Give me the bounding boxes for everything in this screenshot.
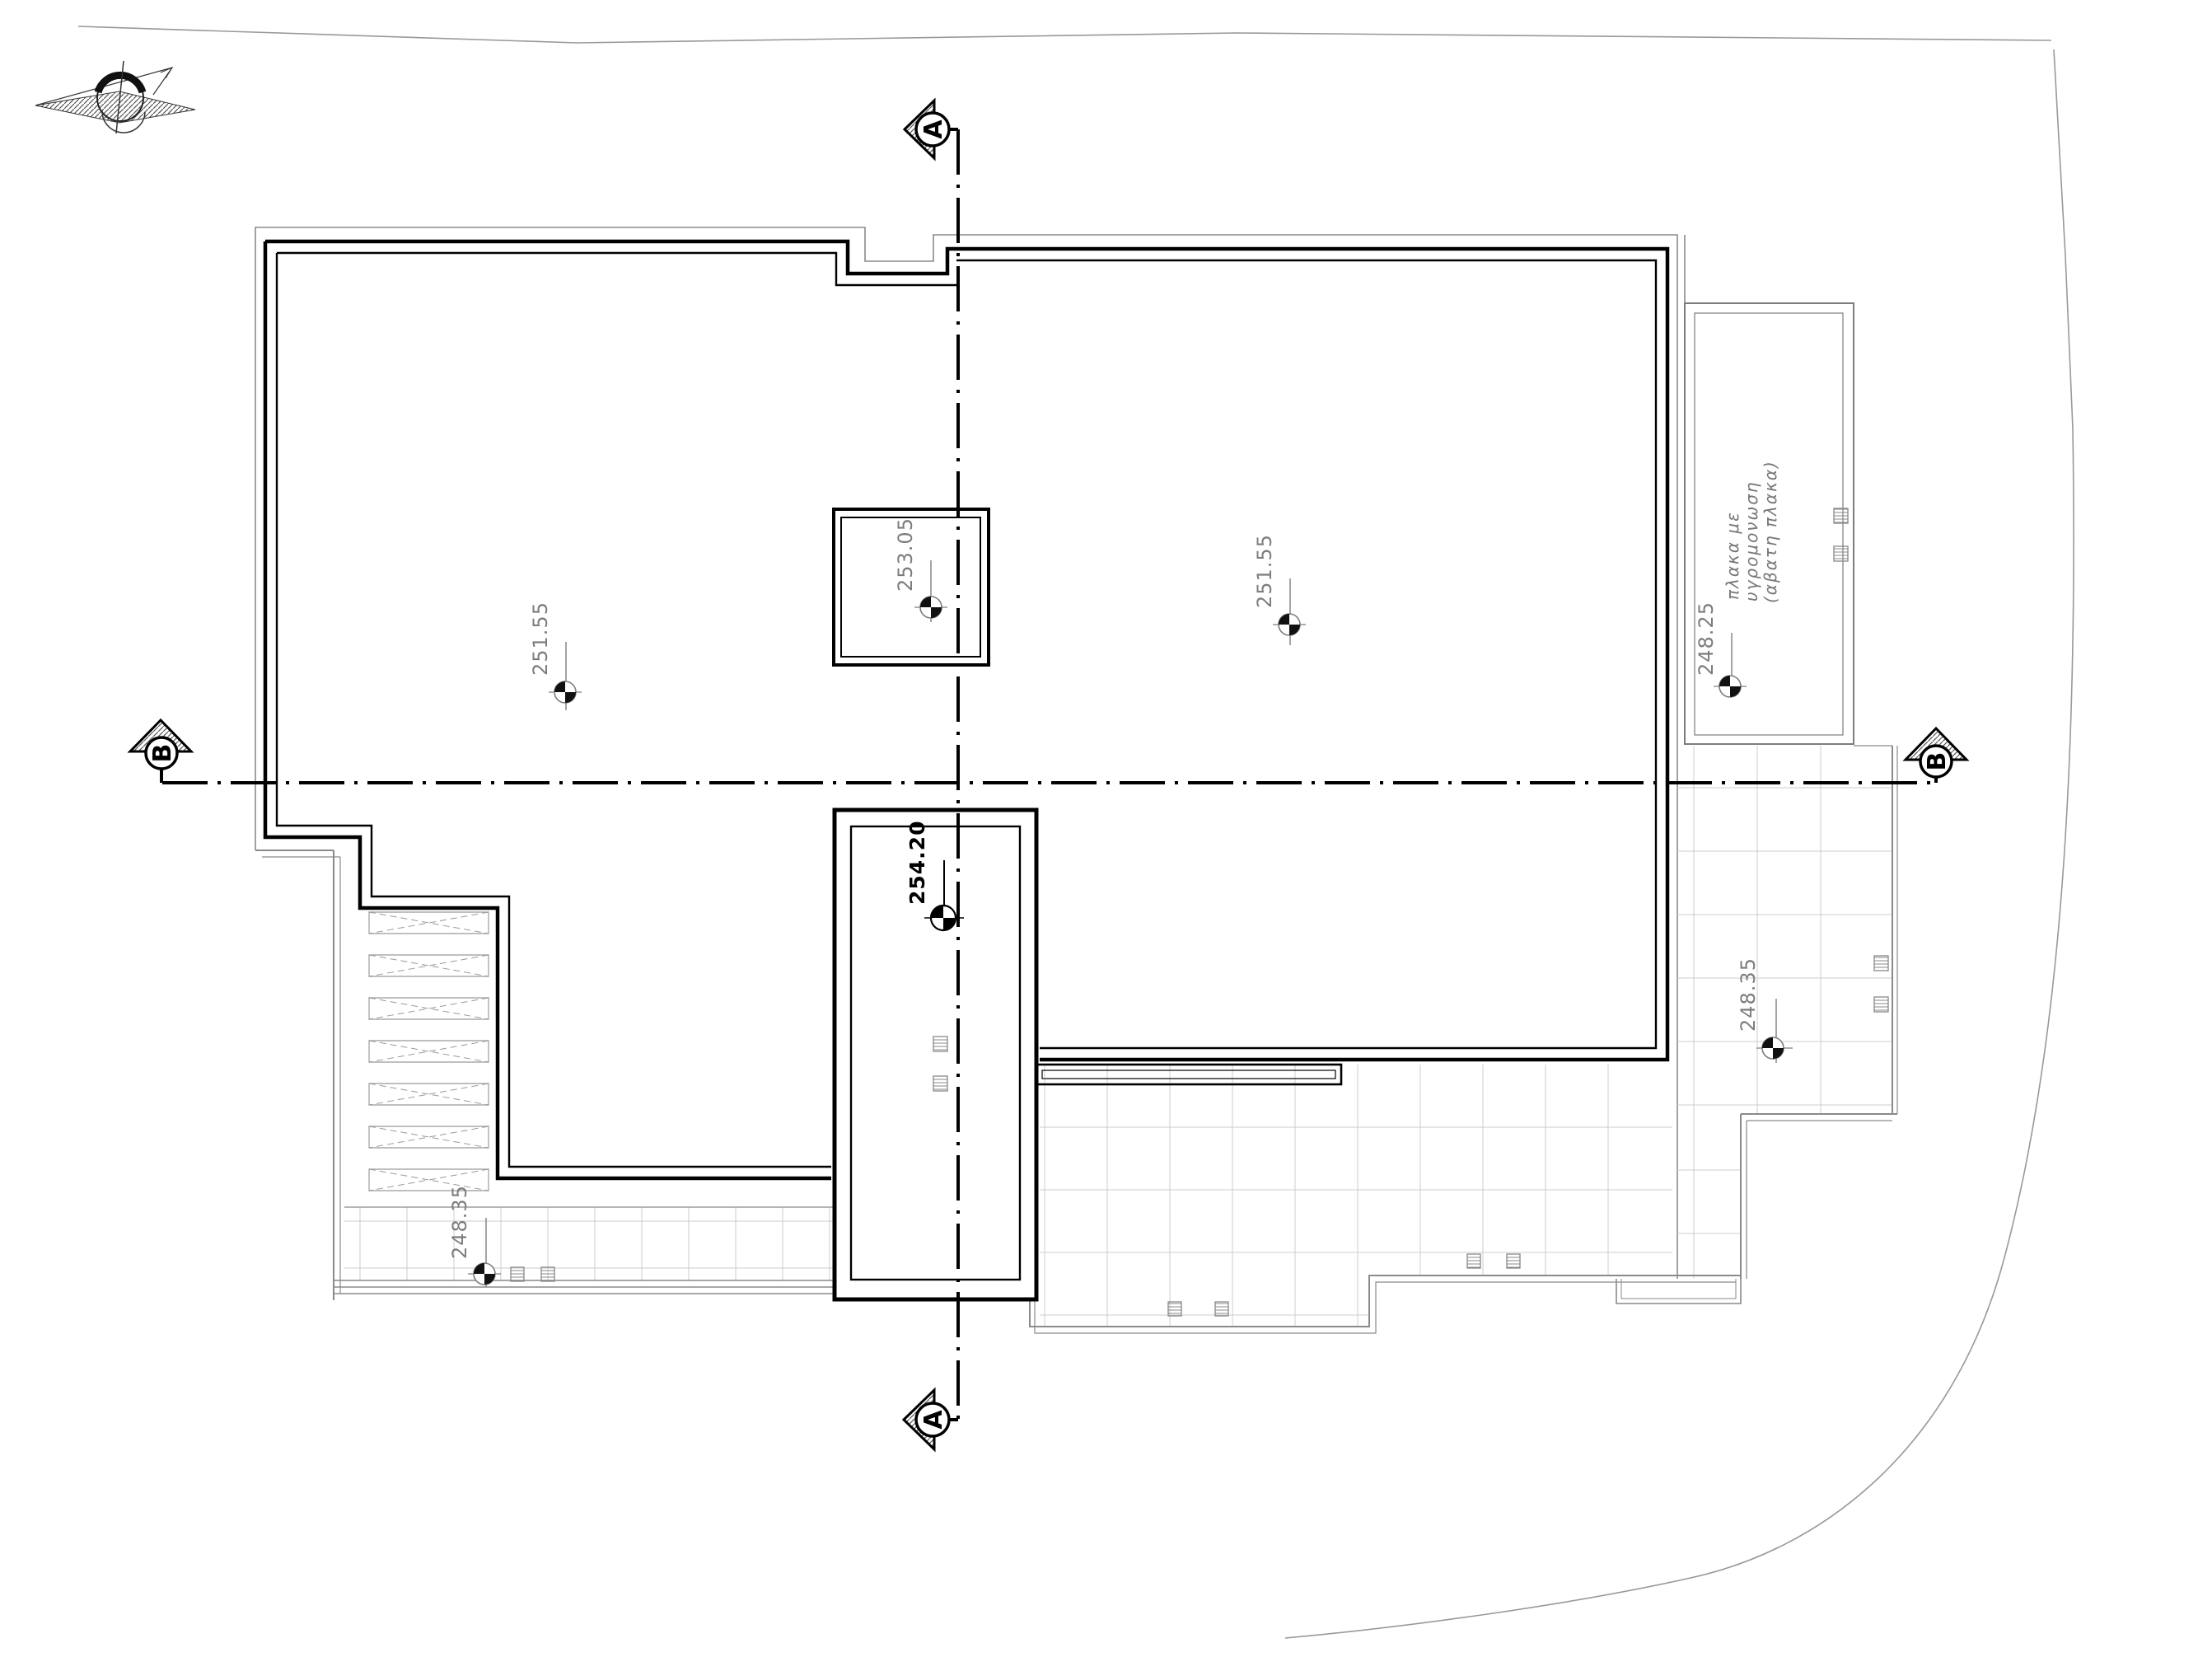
level-label-terrace-left: 248.35 xyxy=(448,1185,501,1287)
annex-note-line1: πλακα με xyxy=(1723,511,1742,600)
level-text-skylight: 253.05 xyxy=(894,517,917,592)
skylight xyxy=(832,508,990,667)
annex-slab xyxy=(1684,302,1854,745)
roof-edge-line xyxy=(255,227,1686,1279)
level-text-terrace-left: 248.35 xyxy=(448,1185,471,1259)
stair-tower xyxy=(832,807,1039,1302)
level-label-roof-left: 251.55 xyxy=(529,601,582,710)
roof-drains xyxy=(510,508,1889,1317)
level-text-roof-left: 251.55 xyxy=(529,601,552,676)
level-label-terrace-right: 248.35 xyxy=(1737,957,1793,1063)
section-marker-a-top: A xyxy=(902,97,958,161)
pergola-beams xyxy=(368,911,489,1191)
section-marker-b-right: B xyxy=(1902,726,1970,783)
marker-letter-b-left: B xyxy=(148,744,177,763)
section-marker-a-bottom: A xyxy=(901,1387,958,1453)
level-text-tower: 254.20 xyxy=(905,821,929,905)
level-text-roof-right: 251.55 xyxy=(1253,534,1276,608)
marker-letter-a-bottom: A xyxy=(919,1410,948,1430)
level-text-annex: 248.25 xyxy=(1695,601,1718,676)
property-boundary xyxy=(77,26,2074,1639)
north-arrow-icon xyxy=(35,60,196,134)
section-marker-b-left: B xyxy=(127,718,194,783)
level-text-terrace-right: 248.35 xyxy=(1737,957,1760,1032)
level-label-roof-right: 251.55 xyxy=(1253,534,1306,645)
level-label-skylight: 253.05 xyxy=(894,517,947,622)
marker-letter-a-top: A xyxy=(919,119,948,139)
level-label-annex: 248.25 xyxy=(1695,601,1747,698)
annex-note-line3: (αβατη πλακα) xyxy=(1761,460,1780,603)
annex-note: πλακα με υγρομονωση (αβατη πλακα) xyxy=(1723,460,1780,603)
section-lines xyxy=(162,129,1938,1419)
annex-note-line2: υγρομονωση xyxy=(1742,480,1761,601)
building-outline xyxy=(263,239,1670,1181)
terrace-grid xyxy=(344,746,1892,1327)
terrace-outline xyxy=(255,745,1898,1334)
marker-letter-b-right: B xyxy=(1923,752,1952,771)
level-label-tower: 254.20 xyxy=(905,821,964,932)
